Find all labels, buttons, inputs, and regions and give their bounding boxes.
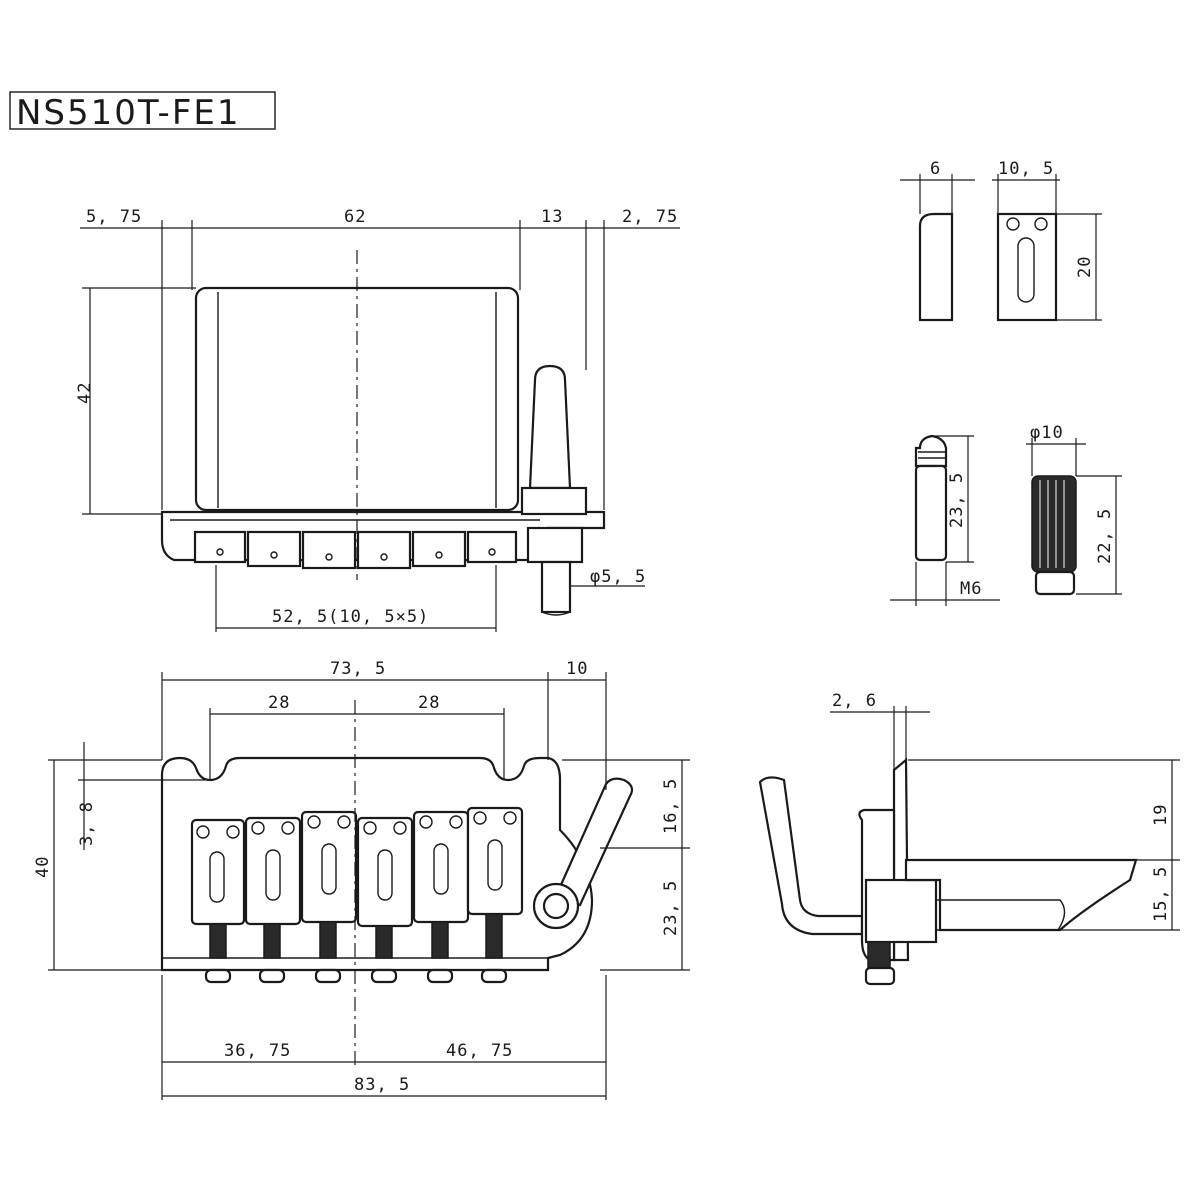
dim-block-height: 20 [1075, 256, 1095, 278]
dim-knob-dia: φ10 [1030, 423, 1064, 443]
dim-overall-top: 73, 5 [330, 659, 386, 679]
arm-socket [520, 364, 588, 616]
dim-arm-dia: φ5, 5 [590, 567, 646, 587]
dim-base-right: 46, 75 [446, 1041, 513, 1061]
dim-plate-width: 62 [344, 207, 366, 227]
dim-upper-right: 16, 5 [661, 778, 681, 834]
intonation-springs [209, 913, 503, 959]
dim-block-width: 10, 5 [998, 159, 1054, 179]
dim-left-offset: 5, 75 [86, 207, 142, 227]
pin-detail: 23, 5 M6 [890, 434, 1000, 606]
dim-arm-offset: 13 [541, 207, 563, 227]
front-view: 73, 5 10 28 28 40 3, 8 16, 5 23, 5 36, 7… [33, 659, 690, 1100]
dim-pin-length: 23, 5 [947, 472, 967, 528]
screw-heads [204, 968, 508, 984]
dim-side-upper: 19 [1151, 804, 1171, 826]
dim-screw-right: 28 [418, 693, 440, 713]
dim-pin-thread: M6 [960, 579, 982, 599]
knob-detail: φ10 22, 5 [1026, 423, 1122, 596]
dim-saddle-span: 52, 5(10, 5×5) [272, 607, 429, 627]
dim-arm-gap: 10 [566, 659, 588, 679]
dim-height: 42 [75, 382, 95, 404]
dim-plate-thickness: 2, 6 [832, 691, 877, 711]
dim-block-thickness: 6 [930, 159, 941, 179]
top-view: 5, 75 62 13 2, 75 42 52, 5(10, 5×5) φ5, … [75, 207, 680, 632]
dim-overall-bottom: 83, 5 [354, 1075, 410, 1095]
dim-screw-left: 28 [268, 693, 290, 713]
block-detail: 6 10, 5 20 [900, 159, 1102, 322]
front-saddles [190, 806, 524, 928]
dim-notch: 3, 8 [77, 801, 97, 846]
dim-side-lower: 15, 5 [1151, 866, 1171, 922]
dim-lower-right: 23, 5 [661, 880, 681, 936]
tremolo-arm [532, 777, 634, 930]
model-title: NS510T-FE1 [9, 91, 276, 133]
dim-right-offset: 2, 75 [622, 207, 678, 227]
side-view: 2, 6 19 15, 5 [758, 691, 1180, 986]
saddle-row [193, 530, 518, 570]
dim-knob-length: 22, 5 [1095, 508, 1115, 564]
dim-front-height: 40 [33, 856, 53, 878]
dim-base-left: 36, 75 [224, 1041, 291, 1061]
model-title-text: NS510T-FE1 [16, 93, 241, 133]
